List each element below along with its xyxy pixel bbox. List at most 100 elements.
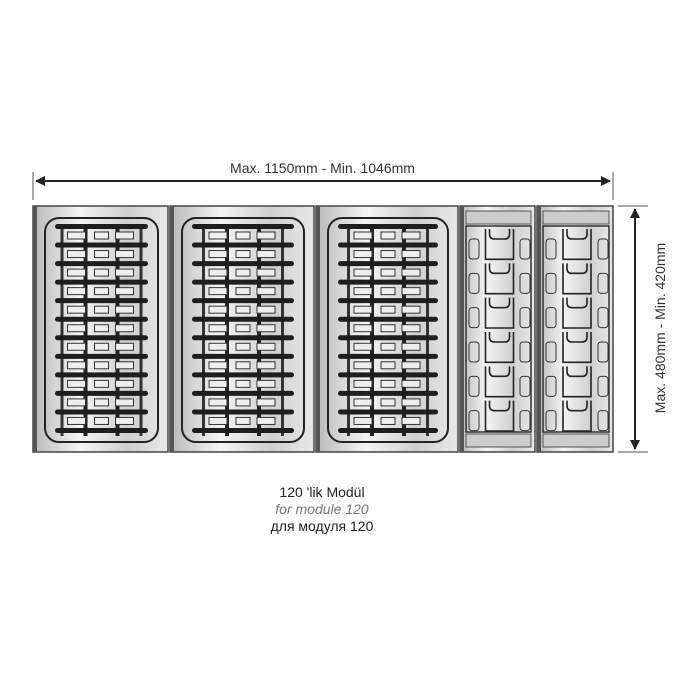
rack-window — [67, 250, 86, 259]
rack-window — [353, 250, 373, 259]
rack-rail — [347, 224, 350, 436]
rack-window — [67, 361, 86, 370]
width-dimension-label: Max. 1150mm - Min. 1046mm — [230, 160, 415, 176]
rack-window — [353, 324, 373, 333]
plate-slot — [338, 409, 438, 415]
rack-window — [115, 361, 134, 370]
plate-slot — [55, 261, 148, 267]
rack-window — [380, 305, 396, 314]
rack-window — [208, 398, 228, 407]
rack-window — [401, 268, 421, 277]
rack-rail — [139, 224, 143, 436]
cup-holder-side — [597, 272, 609, 294]
rack-window — [380, 324, 396, 333]
rack-window — [401, 361, 421, 370]
cup-holder-side — [545, 410, 557, 432]
plate-rack-module — [169, 205, 315, 453]
plate-slot — [192, 428, 294, 433]
rack-window — [67, 324, 86, 333]
rack-window — [256, 342, 276, 351]
cup-holder-side — [545, 272, 557, 294]
rack-window — [235, 231, 251, 240]
rack-window — [256, 416, 276, 425]
plate-slot — [338, 372, 438, 378]
height-dimension-arrow — [618, 205, 648, 453]
rack-window — [256, 324, 276, 333]
rack-window — [94, 416, 109, 425]
plate-slot — [338, 335, 438, 341]
rack-window — [401, 250, 421, 259]
rack-window — [401, 379, 421, 388]
rack-window — [208, 342, 228, 351]
rack-window — [235, 250, 251, 259]
rack-window — [353, 231, 373, 240]
rack-window — [115, 287, 134, 296]
rack-window — [67, 379, 86, 388]
plate-slot — [192, 409, 294, 415]
rack-window — [235, 342, 251, 351]
tray-outline — [181, 217, 305, 443]
rack-window — [94, 287, 109, 296]
rack-window — [380, 231, 396, 240]
cup-tray-top — [465, 210, 532, 225]
rack-window — [115, 324, 134, 333]
rack-window — [115, 250, 134, 259]
plate-slot — [338, 242, 438, 248]
cup-holder-side — [468, 375, 480, 397]
plate-slot — [338, 261, 438, 267]
rack-window — [235, 287, 251, 296]
rack-window — [94, 324, 109, 333]
plate-slot — [55, 298, 148, 304]
rack-window — [353, 398, 373, 407]
rack-window — [67, 268, 86, 277]
cup-holder — [562, 263, 592, 295]
modules-group — [32, 205, 614, 453]
rack-window — [208, 379, 228, 388]
cup-tray-outline — [542, 225, 610, 433]
plate-slot — [338, 428, 438, 433]
module-divider — [316, 206, 320, 452]
rack-rail — [281, 224, 284, 436]
rack-window — [256, 379, 276, 388]
rack-window — [94, 250, 109, 259]
cup-tray-outline — [465, 225, 532, 433]
cup-tray-bottom — [542, 433, 610, 448]
caption-turkish: 120 'lik Modül — [279, 484, 365, 500]
cup-holder — [562, 229, 592, 261]
plate-slot — [338, 316, 438, 322]
cup-holder-side — [545, 307, 557, 329]
plate-slot — [338, 390, 438, 396]
cup-holder — [562, 332, 592, 364]
rack-rail — [426, 224, 429, 436]
rack-window — [208, 416, 228, 425]
rack-window — [380, 342, 396, 351]
cup-holder-side — [597, 341, 609, 363]
rack-window — [401, 324, 421, 333]
cup-holder-side — [519, 238, 531, 260]
module-divider — [33, 206, 37, 452]
plate-slot — [55, 279, 148, 285]
rack-window — [235, 305, 251, 314]
plate-rack-module — [315, 205, 459, 453]
cup-holder-side — [519, 341, 531, 363]
rack-window — [401, 398, 421, 407]
cup-holder-side — [545, 238, 557, 260]
cup-holder — [484, 366, 515, 398]
cup-tray-bottom — [465, 433, 532, 448]
rack-window — [208, 305, 228, 314]
rack-window — [256, 268, 276, 277]
cup-holder-side — [468, 341, 480, 363]
plate-slot — [55, 390, 148, 396]
plate-slot — [55, 242, 148, 248]
tray-outline — [327, 217, 449, 443]
rack-window — [115, 268, 134, 277]
plate-slot — [192, 298, 294, 304]
cup-holder-side — [545, 341, 557, 363]
rack-window — [208, 250, 228, 259]
plate-slot — [338, 298, 438, 304]
rack-window — [401, 416, 421, 425]
plate-slot — [55, 353, 148, 359]
rack-window — [353, 416, 373, 425]
rack-window — [94, 361, 109, 370]
plate-slot — [338, 224, 438, 229]
